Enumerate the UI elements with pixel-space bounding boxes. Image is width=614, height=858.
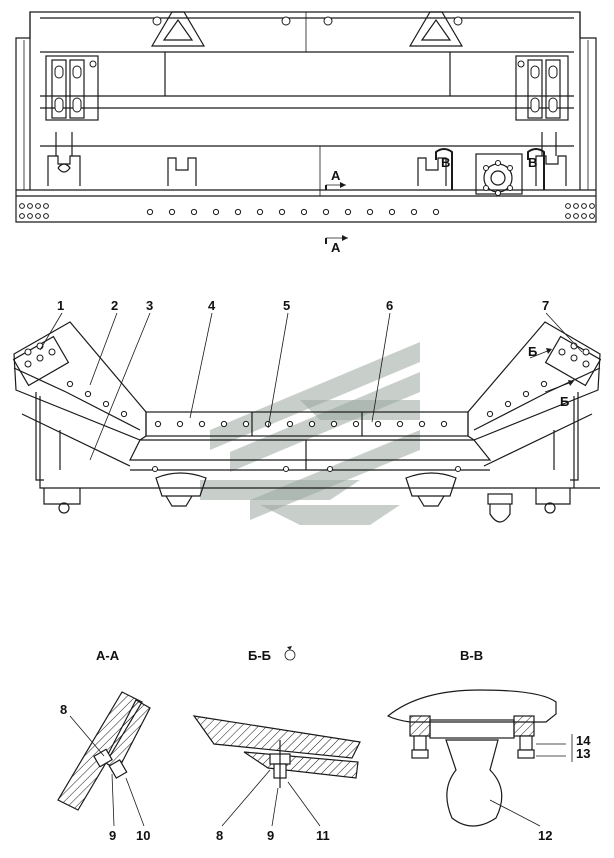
- callout-12: 12: [538, 828, 552, 843]
- section-a-marker-2: A: [331, 240, 341, 255]
- top-view: B B A A: [15, 11, 597, 255]
- section-marker-upper: Б: [528, 344, 537, 359]
- rotated-view-icon: [284, 646, 296, 661]
- bolt-hole: [212, 208, 220, 216]
- bolt-hole: [242, 420, 250, 428]
- bolt-hole: [374, 420, 382, 428]
- bolt-hole: [24, 360, 32, 368]
- bolt-hole: [589, 203, 595, 209]
- bolt-hole: [48, 348, 56, 356]
- bolt-hole: [66, 380, 74, 388]
- bolt-hole: [582, 360, 590, 368]
- callout-5: 5: [283, 298, 290, 313]
- bolt-hole: [440, 420, 448, 428]
- bolt-hole: [35, 213, 41, 219]
- callout-10-a: 10: [136, 828, 150, 843]
- bolt-hole: [176, 420, 184, 428]
- bolt-hole: [565, 213, 571, 219]
- bolt-hole: [558, 348, 566, 356]
- callout-1: 1: [57, 298, 64, 313]
- bolt-hole: [35, 203, 41, 209]
- bolt-hole: [256, 208, 264, 216]
- callout-3: 3: [146, 298, 153, 313]
- section-marker-lower: Б: [560, 394, 569, 409]
- bolt-hole: [19, 203, 25, 209]
- bolt-hole: [308, 420, 316, 428]
- callout-7: 7: [542, 298, 549, 313]
- bolt-hole: [589, 213, 595, 219]
- bolt-hole: [84, 390, 92, 398]
- callout-9-a: 9: [109, 828, 116, 843]
- section-a-a: A-A 8 9 10: [57, 648, 151, 843]
- bolt-hole: [278, 208, 286, 216]
- bolt-hole: [27, 213, 33, 219]
- callout-9-b: 9: [267, 828, 274, 843]
- bolt-hole: [322, 208, 330, 216]
- callout-13: 13: [576, 746, 590, 761]
- bolt-hole: [330, 420, 338, 428]
- watermark-logo: [200, 342, 420, 525]
- bolt-hole: [581, 203, 587, 209]
- bolt-hole: [24, 348, 32, 356]
- bolt-hole: [344, 208, 352, 216]
- section-b-b: Б-Б 8 9 11: [192, 646, 361, 843]
- bolt-hole: [565, 203, 571, 209]
- callout-8-b: 8: [216, 828, 223, 843]
- bolt-hole: [352, 420, 360, 428]
- bolt-hole: [43, 213, 49, 219]
- bolt-hole: [522, 390, 530, 398]
- bolt-hole: [573, 203, 579, 209]
- callout-6: 6: [386, 298, 393, 313]
- bolt-hole: [286, 420, 294, 428]
- section-b-marker-right: B: [528, 155, 537, 170]
- bolt-hole: [582, 348, 590, 356]
- bolt-hole: [168, 208, 176, 216]
- bolt-hole: [504, 400, 512, 408]
- section-a-a-title: A-A: [96, 648, 120, 663]
- bolt-hole: [540, 380, 548, 388]
- bolt-hole: [190, 208, 198, 216]
- bolt-hole: [36, 354, 44, 362]
- bolt-hole: [388, 208, 396, 216]
- bolt-hole: [120, 410, 128, 418]
- bolt-hole: [432, 208, 440, 216]
- bolt-hole: [146, 208, 154, 216]
- bolt-hole: [418, 420, 426, 428]
- section-b-marker-left: B: [441, 155, 450, 170]
- bolt-hole: [234, 208, 242, 216]
- bolt-hole: [220, 420, 228, 428]
- bolt-hole: [573, 213, 579, 219]
- bolt-hole: [154, 420, 162, 428]
- bolt-hole: [19, 213, 25, 219]
- bolt-hole: [396, 420, 404, 428]
- bolt-hole: [300, 208, 308, 216]
- section-vv-title: B-B: [460, 648, 483, 663]
- section-a-marker-1: A: [331, 168, 341, 183]
- bolt-hole: [198, 420, 206, 428]
- section-v-v: B-B 14 13 12: [386, 648, 591, 843]
- callout-2: 2: [111, 298, 118, 313]
- callout-4: 4: [208, 298, 216, 313]
- section-bb-title: Б-Б: [248, 648, 271, 663]
- bolt-hole: [43, 203, 49, 209]
- bolt-hole: [581, 213, 587, 219]
- front-view: Б Б 1 2 3 4 5 6 7: [12, 298, 602, 523]
- callout-14: 14: [576, 733, 591, 748]
- bolt-hole: [102, 400, 110, 408]
- bolt-hole: [570, 354, 578, 362]
- callout-8-a: 8: [60, 702, 67, 717]
- bolt-hole: [410, 208, 418, 216]
- bolt-hole: [27, 203, 33, 209]
- callout-11-b: 11: [316, 828, 330, 843]
- bolt-hole: [366, 208, 374, 216]
- bolt-hole: [486, 410, 494, 418]
